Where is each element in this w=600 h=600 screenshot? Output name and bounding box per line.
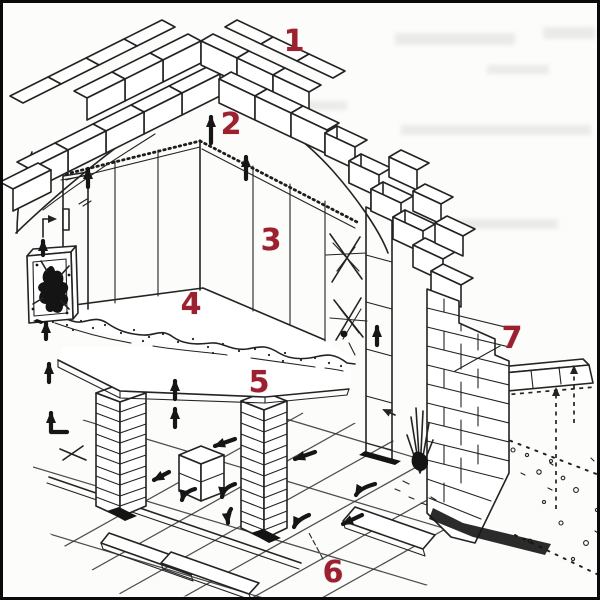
wall-tie: [38, 208, 70, 258]
callout-7: 7: [501, 321, 523, 356]
ground-air-arrows: [46, 410, 378, 530]
callout-2: 2: [220, 107, 242, 142]
external-wall-face: [426, 288, 510, 544]
scan-bleedthrough-smudges: [303, 27, 595, 229]
leader-lines: [308, 345, 501, 560]
callout-5: 5: [248, 365, 270, 400]
callout-1: 1: [283, 24, 305, 59]
plant-growth: [394, 407, 437, 506]
brick-pillar-left: [95, 383, 147, 521]
paving-slabs: [46, 476, 436, 597]
leader-line-7: [454, 345, 501, 372]
brick-pillar-right: [240, 391, 288, 543]
left-wall-masonry: [3, 19, 221, 212]
wallhead-air-arrows: [206, 114, 251, 182]
stepped-blocks: [324, 125, 476, 308]
interior-pier: [359, 206, 401, 465]
diagram-illustration: [3, 19, 597, 597]
cupboard-panel: [26, 245, 79, 324]
callout-6: 6: [322, 555, 344, 590]
fungus-growth: [31, 260, 71, 315]
leader-line-6: [308, 532, 324, 560]
callout-4: 4: [180, 287, 202, 322]
debris-dots: [510, 447, 597, 562]
rising-damp-arrows: [552, 365, 578, 509]
callout-3: 3: [260, 223, 282, 258]
decay-cross-marks: [325, 233, 368, 356]
rubble-speckle: [51, 319, 343, 368]
left-edge-arrows: [41, 166, 93, 385]
